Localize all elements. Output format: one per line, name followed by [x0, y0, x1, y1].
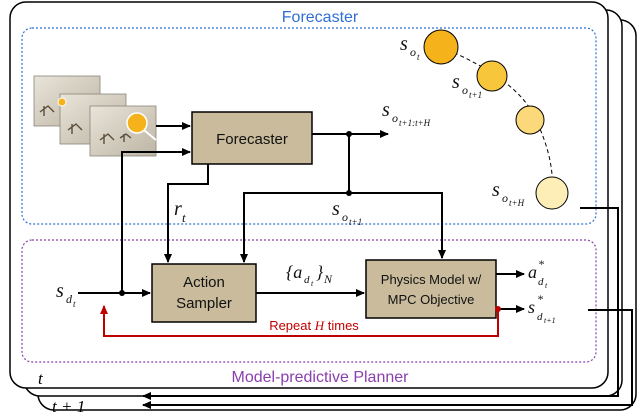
svg-text:o: o [342, 210, 348, 224]
svg-text:s: s [382, 99, 390, 121]
label-s-o-forecast: s o t+1:t+H [382, 99, 431, 128]
label-s-o-next: s o t+1 [332, 198, 362, 227]
svg-text:d: d [538, 276, 544, 288]
svg-text:d: d [304, 274, 310, 286]
arrow-state-to-next-timestep [142, 309, 633, 409]
physics-model-label-1: Physics Model w/ [381, 272, 482, 287]
planner-region [21, 239, 597, 363]
label-state-star: s * d t+1 [528, 292, 556, 325]
svg-text:d: d [537, 311, 543, 323]
label-s-o-t-plus-1: s o t+1 [452, 71, 482, 100]
arrow-forecast-to-sampler [240, 192, 349, 263]
svg-text:}: } [316, 262, 324, 282]
svg-text:s: s [492, 179, 500, 201]
svg-text:s: s [56, 280, 64, 302]
arrow-reward-to-sampler [164, 164, 209, 263]
svg-text:t+H: t+H [509, 198, 525, 208]
forecaster-block [191, 111, 313, 165]
svg-text:t: t [311, 279, 314, 288]
svg-text:s: s [332, 198, 340, 220]
arrow-state-to-forecaster [121, 148, 191, 293]
svg-text:t: t [545, 281, 548, 290]
time-label-t-plus-1: t + 1 [52, 397, 85, 416]
svg-text:r: r [174, 198, 182, 220]
physics-model-block [365, 259, 497, 319]
svg-text:o: o [502, 191, 508, 205]
svg-text:t: t [417, 52, 420, 62]
svg-text:s: s [400, 33, 408, 55]
action-sampler-label-1: Action [183, 274, 225, 291]
camera-frame-stack-icon [33, 75, 157, 157]
svg-text:{a: {a [286, 262, 302, 282]
repeat-loop-arrow [100, 305, 499, 337]
svg-text:o: o [410, 45, 416, 59]
arrow-forecast-to-physics [349, 192, 446, 259]
label-r-t: r t [174, 198, 186, 225]
svg-text:o: o [462, 83, 468, 97]
label-s-d-t: s d t [56, 280, 76, 309]
svg-text:t: t [73, 299, 76, 309]
svg-text:N: N [323, 272, 333, 286]
label-s-o-t-plus-H: s o t+H [492, 179, 525, 208]
svg-text:t+1: t+1 [544, 316, 556, 325]
repeat-loop-label: Repeat H times [269, 318, 359, 333]
forecaster-region-title: Forecaster [282, 9, 359, 26]
action-sampler-label-2: Sampler [176, 295, 232, 312]
svg-text:s: s [452, 71, 460, 93]
forecaster-block-label: Forecaster [216, 131, 288, 148]
action-sampler-block [151, 263, 257, 323]
physics-model-label-2: MPC Objective [388, 292, 475, 307]
svg-text:s: s [528, 297, 535, 317]
svg-text:t+1: t+1 [349, 217, 362, 227]
repeat-loop-junction [495, 306, 501, 312]
svg-text:t: t [182, 210, 186, 225]
label-action-star: a * d t [528, 257, 548, 290]
arrow-forecast-to-next-timestep [142, 207, 619, 400]
label-action-set: {a d t } N [286, 262, 333, 288]
svg-text:d: d [66, 292, 73, 306]
planner-region-title: Model-predictive Planner [232, 369, 410, 386]
junction-state [119, 290, 125, 296]
svg-text:o: o [392, 111, 398, 125]
junction-forecast [346, 131, 352, 137]
svg-text:t+1: t+1 [469, 90, 482, 100]
label-s-o-t: s o t [400, 33, 420, 62]
svg-text:*: * [537, 292, 543, 306]
time-label-t: t [38, 369, 44, 388]
svg-text:*: * [538, 257, 544, 271]
svg-text:t+1:t+H: t+1:t+H [399, 118, 431, 128]
svg-text:a: a [528, 262, 537, 282]
forecaster-region [21, 27, 597, 225]
trajectory-circles-icon [423, 29, 569, 210]
junction-forecast-split [346, 190, 352, 196]
